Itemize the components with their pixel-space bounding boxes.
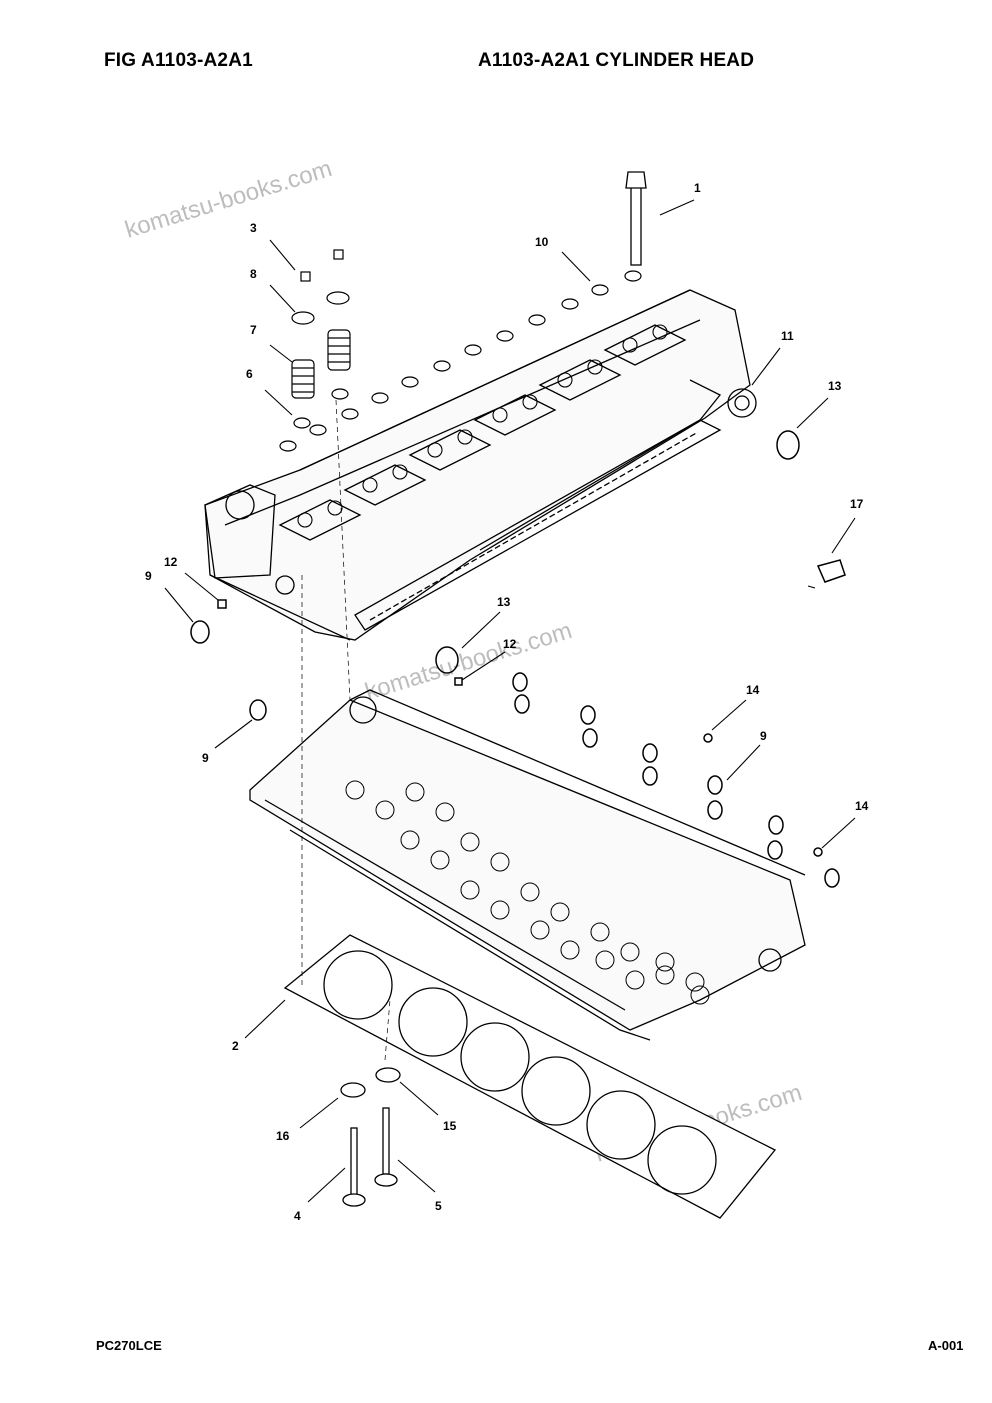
side-seals (249, 672, 840, 888)
callout-14: 14 (746, 683, 760, 697)
callout-13b: 13 (497, 595, 511, 609)
callout-6: 6 (246, 367, 253, 381)
callout-16: 16 (276, 1129, 290, 1143)
model-label: PC270LCE (96, 1338, 162, 1353)
watermark: komatsu-books.com (122, 155, 335, 244)
figure-number: FIG A1103-A2A1 (104, 50, 253, 71)
watermark: komatsu-books.com (362, 617, 575, 706)
callout-8: 8 (250, 267, 257, 281)
callout-9b: 9 (202, 751, 209, 765)
callout-13: 13 (828, 379, 842, 393)
leader-lines (164, 199, 856, 1203)
head-bolt (625, 171, 647, 266)
valve-seat-rings (297, 324, 668, 528)
callout-14b: 14 (855, 799, 869, 813)
callout-17: 17 (850, 497, 864, 511)
valves-and-inserts (340, 1067, 401, 1207)
figure-title: A1103-A2A1 CYLINDER HEAD (478, 50, 755, 71)
callout-7: 7 (250, 323, 257, 337)
callout-15: 15 (443, 1119, 457, 1133)
callout-11: 11 (781, 329, 794, 343)
seals-upper (190, 430, 846, 674)
callout-12b: 12 (503, 637, 517, 651)
callout-12: 12 (164, 555, 178, 569)
lower-cylinder-head (249, 689, 806, 1041)
callout-9: 9 (145, 569, 152, 583)
callout-1: 1 (694, 181, 701, 195)
o-ring-row (279, 270, 642, 452)
callout-4: 4 (294, 1209, 301, 1223)
callout-2: 2 (232, 1039, 239, 1053)
callout-3: 3 (250, 221, 257, 235)
head-gasket (283, 934, 777, 1219)
page-number: A-001 (928, 1338, 964, 1353)
valve-train (291, 249, 351, 429)
callout-numbers: 1 10 3 8 7 6 11 13 17 12 9 13 12 14 9 9 … (145, 181, 869, 1223)
callout-5: 5 (435, 1199, 442, 1213)
rocker-towers (278, 324, 687, 541)
callout-9c: 9 (760, 729, 767, 743)
combustion-face-ports (345, 780, 710, 1005)
callout-10: 10 (535, 235, 549, 249)
upper-cylinder-head (204, 289, 757, 641)
